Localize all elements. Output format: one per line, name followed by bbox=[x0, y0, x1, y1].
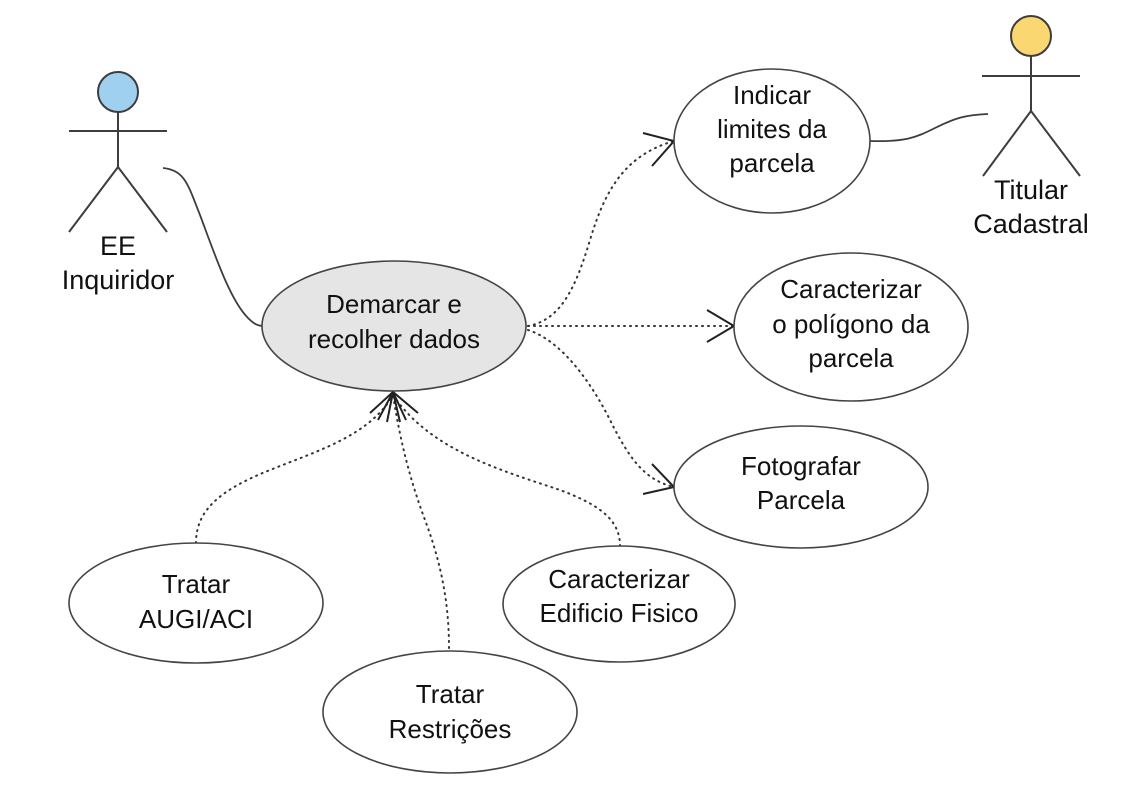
dependency-edificio-demarcar bbox=[392, 394, 621, 547]
dependency-augi-demarcar bbox=[195, 394, 394, 544]
use-case-caracterizar-poligono[interactable]: Caracterizar o polígono da parcela bbox=[733, 252, 969, 402]
actor-ee-inquiridor[interactable]: EE Inquiridor bbox=[62, 71, 175, 295]
use-case-label-line: parcela bbox=[729, 148, 815, 178]
dependency-demarcar-fotografar bbox=[527, 329, 675, 488]
use-case-tratar-augi[interactable]: Tratar AUGI/ACI bbox=[68, 542, 324, 664]
dependency-restricoes-demarcar bbox=[392, 394, 450, 649]
actor-head-icon bbox=[97, 71, 139, 113]
use-case-label-line: AUGI/ACI bbox=[139, 604, 253, 634]
use-case-label-line: limites da bbox=[717, 114, 827, 144]
use-case-label-line: Tratar bbox=[162, 569, 231, 599]
use-case-caracterizar-edificio[interactable]: Caracterizar Edificio Fisico bbox=[502, 545, 736, 663]
arrowhead-indicar bbox=[642, 132, 676, 167]
association-titular-indicar bbox=[869, 113, 989, 143]
use-case-fotografar[interactable]: Fotografar Parcela bbox=[673, 425, 929, 549]
use-case-label-line: Caracterizar bbox=[780, 274, 922, 304]
use-case-label-line: Fotografar bbox=[741, 451, 861, 481]
arrowheads-demarcar-bottom bbox=[369, 389, 419, 423]
use-case-tratar-restricoes[interactable]: Tratar Restrições bbox=[322, 650, 578, 774]
actor-head-icon bbox=[1010, 15, 1052, 57]
dependency-demarcar-indicar bbox=[527, 140, 675, 327]
actor-label-line: Inquiridor bbox=[62, 265, 175, 295]
use-case-label-line: Demarcar e bbox=[326, 289, 462, 319]
use-case-label-line: Indicar bbox=[733, 80, 811, 110]
arrowhead-fotografar bbox=[642, 463, 676, 495]
use-case-label-line: Edificio Fisico bbox=[540, 598, 699, 628]
actor-label-line: EE bbox=[100, 231, 136, 261]
use-case-demarcar[interactable]: Demarcar e recolher dados bbox=[261, 260, 527, 392]
use-case-label-line: recolher dados bbox=[308, 324, 480, 354]
association-ee-inquiridor-demarcar bbox=[162, 167, 264, 327]
use-case-label-line: Caracterizar bbox=[548, 564, 690, 594]
actor-label-line: Cadastral bbox=[973, 209, 1089, 239]
use-case-label-line: Parcela bbox=[757, 485, 846, 515]
use-case-label-line: Restrições bbox=[389, 714, 512, 744]
actor-titular-cadastral[interactable]: Titular Cadastral bbox=[973, 15, 1089, 239]
use-case-label-line: o polígono da bbox=[772, 309, 930, 339]
actor-label-line: Titular bbox=[994, 175, 1068, 205]
use-case-label-line: Tratar bbox=[416, 679, 485, 709]
use-case-label-line: parcela bbox=[808, 343, 894, 373]
use-case-indicar-limites[interactable]: Indicar limites da parcela bbox=[673, 68, 871, 214]
